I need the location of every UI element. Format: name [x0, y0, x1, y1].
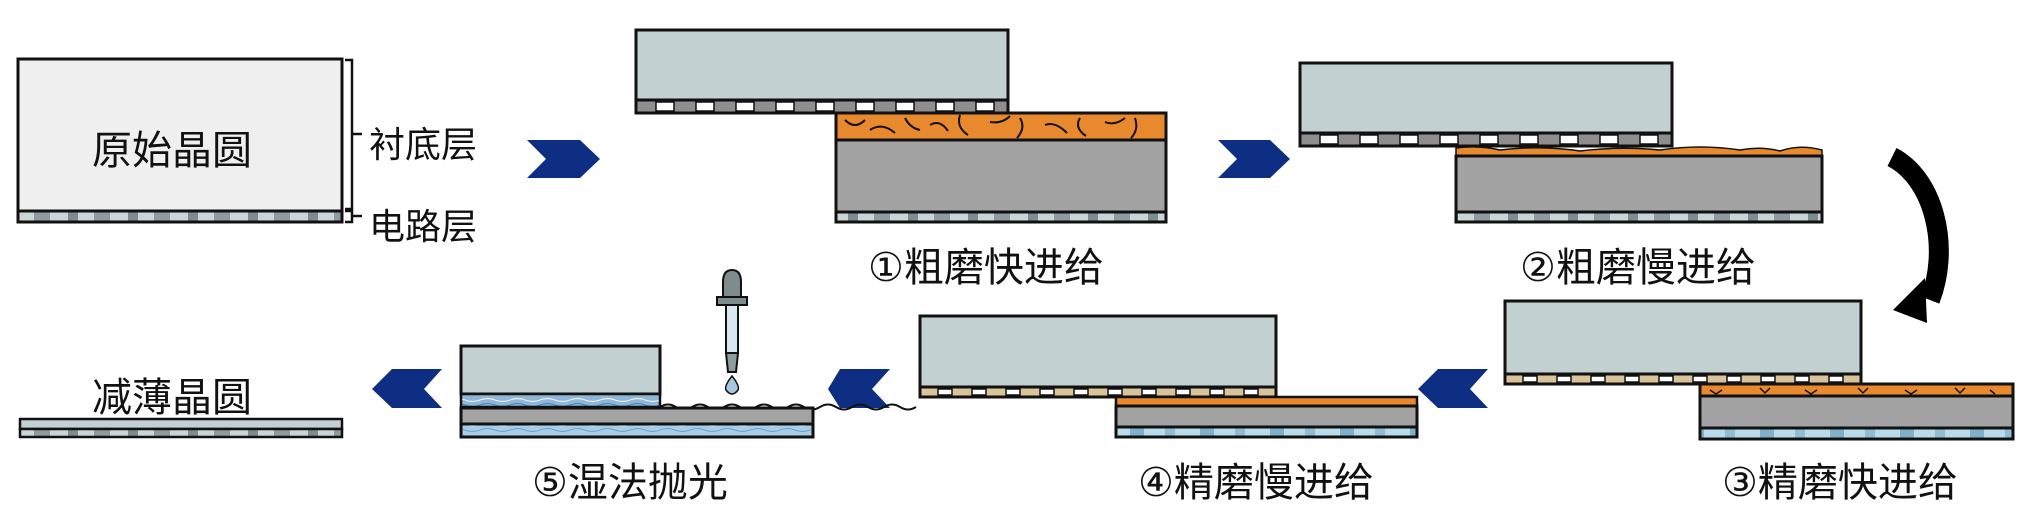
- step-2-graphic: [1298, 61, 1824, 224]
- wheel-gap: [1519, 134, 1539, 145]
- thinned-wafer-label: 减薄晶圆: [92, 375, 252, 421]
- step-4-graphic: [918, 314, 1419, 439]
- arrow-left-icon: [372, 369, 442, 408]
- wheel-gap: [1439, 134, 1459, 145]
- wheel-gap: [1039, 388, 1055, 396]
- circuit-layer-label: 电路层: [369, 207, 478, 248]
- wheel-gap: [935, 101, 955, 112]
- wheel-gap: [895, 101, 915, 112]
- wheel-gap: [937, 388, 953, 396]
- dropper-icon: [716, 268, 748, 395]
- wheel-gap: [1522, 375, 1538, 383]
- wheel-gap: [1175, 388, 1191, 396]
- wheel-gap: [1794, 375, 1810, 383]
- wheel-gap: [1624, 375, 1640, 383]
- original-wafer: [16, 57, 344, 224]
- wheel-gap: [1319, 134, 1339, 145]
- step-1-label: ①粗磨快进给: [868, 245, 1104, 291]
- wheel-segment-row: [918, 385, 1278, 399]
- step-3-graphic: [1503, 299, 2015, 441]
- wheel-gap: [1399, 134, 1419, 145]
- curved-arrow-down-icon: [1887, 148, 1949, 323]
- substrate-bracket: [345, 58, 362, 211]
- original-wafer-label: 原始晶圆: [92, 128, 252, 174]
- wheel-gap: [1141, 388, 1157, 396]
- wheel-gap: [1107, 388, 1123, 396]
- wheel-gap: [1359, 134, 1379, 145]
- wheel-gap: [1243, 388, 1259, 396]
- wheel-gap: [1639, 134, 1659, 145]
- wheel-gap: [1073, 388, 1089, 396]
- wheel-gap: [1479, 134, 1499, 145]
- wheel-gap: [655, 101, 675, 112]
- wheel-gap: [695, 101, 715, 112]
- wheel-gap: [1559, 134, 1579, 145]
- step-1-graphic: [634, 28, 1168, 224]
- thinned-wafer: [18, 417, 344, 439]
- wheel-gap: [1005, 388, 1021, 396]
- step-4-label: ④精磨慢进给: [1138, 460, 1374, 506]
- wheel-gap: [1658, 375, 1674, 383]
- substrate-layer-label: 衬底层: [369, 125, 478, 166]
- wheel-gap: [1692, 375, 1708, 383]
- wheel-gap: [1726, 375, 1742, 383]
- wheel-gap: [975, 101, 995, 112]
- arrow-left-icon: [828, 369, 890, 408]
- wheel-gap: [855, 101, 875, 112]
- wheel-gap: [1590, 375, 1606, 383]
- step-5-label: ⑤湿法抛光: [532, 460, 728, 506]
- wheel-gap: [971, 388, 987, 396]
- wheel-gap: [775, 101, 795, 112]
- wheel-gap: [1209, 388, 1225, 396]
- arrow-right-icon: [1218, 140, 1290, 178]
- wheel-gap: [1828, 375, 1844, 383]
- wheel-segment-row: [1503, 372, 1863, 386]
- wheel-gap: [1760, 375, 1776, 383]
- step-3-label: ③精磨快进给: [1722, 460, 1958, 506]
- arrow-left-icon: [1418, 369, 1488, 408]
- wheel-gap: [815, 101, 835, 112]
- circuit-bracket: [345, 209, 362, 224]
- arrow-right-icon: [527, 140, 600, 178]
- wheel-gap: [1599, 134, 1619, 145]
- wheel-gap: [735, 101, 755, 112]
- step-2-label: ②粗磨慢进给: [1520, 245, 1756, 291]
- step-5-graphic: [459, 344, 917, 439]
- wheel-gap: [1556, 375, 1572, 383]
